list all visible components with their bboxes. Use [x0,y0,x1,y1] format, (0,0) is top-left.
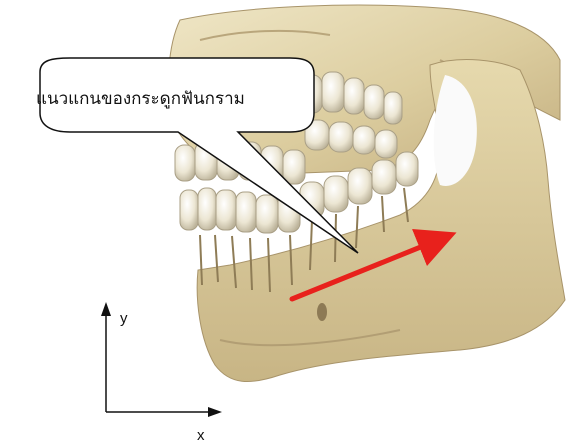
callout-text: แนวแกนของกระดูกฟันกราม [36,88,298,110]
y-axis-label: y [120,310,128,327]
x-axis-label: x [197,427,205,444]
x-axis-arrowhead [208,407,222,417]
y-axis-arrowhead [101,302,111,316]
